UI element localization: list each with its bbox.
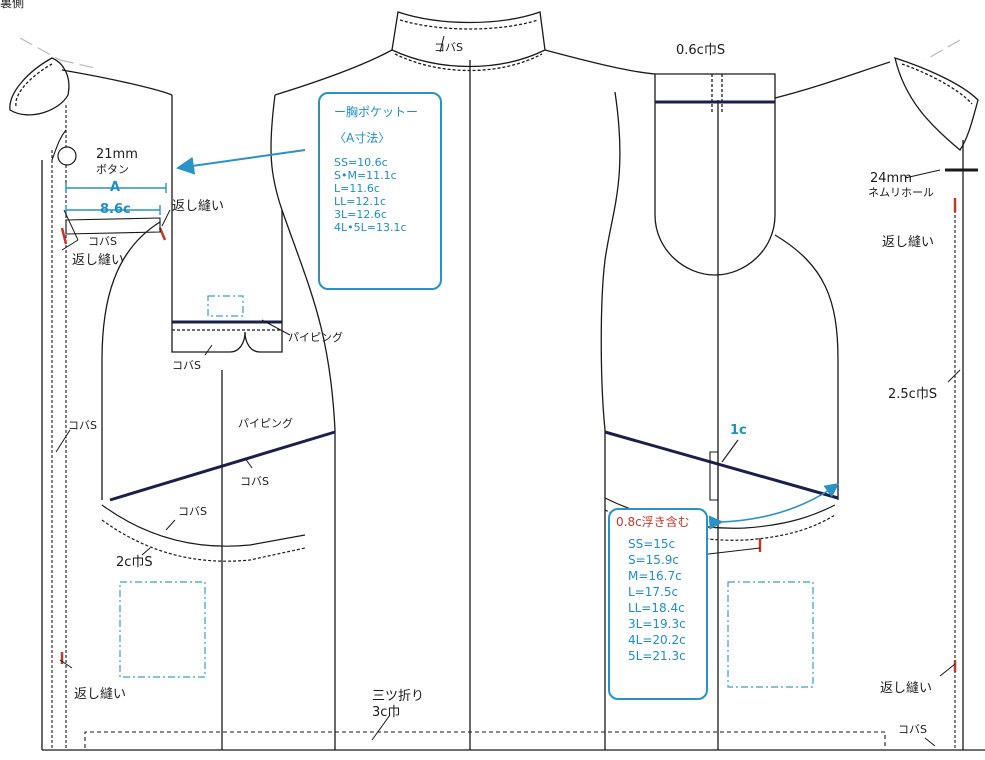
reverse-stitch-label-5: 返し縫い bbox=[880, 681, 933, 696]
size-row: 4L=20.2c bbox=[628, 633, 686, 647]
dimension-a-label: A bbox=[110, 180, 121, 195]
width-2c-label: 2c巾S bbox=[116, 555, 153, 570]
reverse-stitch-marks bbox=[60, 198, 957, 672]
leader-lines bbox=[55, 35, 961, 747]
kobas-label-4: コバS bbox=[178, 505, 207, 518]
size-row: 3L=19.3c bbox=[628, 617, 686, 631]
chest-pocket-info-box: ー胸ポケットー 〈A寸法〉 SS=10.6c S•M=11.1c L=11.6c… bbox=[318, 92, 442, 290]
button-circle bbox=[57, 146, 77, 166]
pocket-opening bbox=[65, 217, 161, 235]
right-pocket-piping bbox=[604, 430, 839, 500]
size-row: 4L•5L=13.1c bbox=[334, 221, 407, 234]
reverse-stitch-label-3: 返し縫い bbox=[74, 687, 127, 702]
pocket-width-arrow bbox=[708, 483, 840, 530]
size-row: 5L=21.3c bbox=[628, 649, 686, 663]
tri-fold-label: 三ツ折り bbox=[372, 689, 425, 704]
right-shoulder-piece bbox=[894, 57, 979, 151]
kobas-label-2: コバS bbox=[172, 359, 201, 372]
reverse-stitch-label-4: 返し縫い bbox=[882, 235, 935, 250]
facing-corner bbox=[51, 129, 67, 161]
width-25c-label: 2.5c巾S bbox=[888, 387, 938, 402]
kobas-label-3: コバS bbox=[240, 475, 269, 488]
left-pocket-mark bbox=[119, 581, 206, 678]
chest-pocket-title: ー胸ポケットー bbox=[334, 105, 419, 119]
size-row: S=15.9c bbox=[628, 553, 679, 567]
kobas-label-1: コバS bbox=[88, 235, 117, 248]
right-pocket-mark bbox=[727, 581, 814, 688]
size-row: LL=12.1c bbox=[334, 195, 387, 208]
left-pocket-bag bbox=[101, 504, 306, 562]
size-row: L=11.6c bbox=[334, 182, 380, 195]
collar-kobas-label: コバS bbox=[434, 41, 463, 54]
size-row: SS=10.6c bbox=[334, 156, 388, 169]
tri-fold-width-label: 3c巾 bbox=[372, 705, 401, 720]
size-row: S•M=11.1c bbox=[334, 169, 397, 182]
button-label: ボタン bbox=[96, 163, 129, 176]
back-strap bbox=[654, 73, 776, 276]
strap-width-label: 0.6c巾S bbox=[676, 43, 726, 58]
lower-pocket-info-box: 0.8c浮き含む SS=15c S=15.9c M=16.7c L=17.5c … bbox=[608, 508, 708, 700]
a-dimension-subtitle: 〈A寸法〉 bbox=[334, 131, 391, 145]
dimension-lines bbox=[65, 183, 167, 215]
lower-pocket-title: 0.8c浮き含む bbox=[616, 515, 690, 529]
piping-label-2: パイピング bbox=[238, 417, 293, 430]
chest-pocket-mark bbox=[207, 295, 244, 317]
left-shoulder-piece bbox=[9, 57, 70, 116]
garment-outline bbox=[41, 49, 985, 751]
pocket-pointer-arrow bbox=[176, 149, 306, 175]
one-c-label: 1c bbox=[730, 423, 747, 438]
dimension-86c-label: 8.6c bbox=[100, 202, 131, 217]
size-row: 3L=12.6c bbox=[334, 208, 387, 221]
size-row: L=17.5c bbox=[628, 585, 679, 599]
view-title: 裏側 bbox=[0, 0, 25, 10]
chest-pocket bbox=[171, 95, 283, 353]
left-pocket-piping bbox=[109, 430, 336, 502]
front-facing-stitches bbox=[51, 105, 67, 748]
collar-piece bbox=[391, 11, 546, 72]
hem-fold bbox=[84, 731, 886, 748]
buttonhole-size-label: 24mm bbox=[870, 171, 912, 186]
kobas-left-label: コバS bbox=[68, 419, 97, 432]
reverse-stitch-label-1: 返し縫い bbox=[172, 199, 225, 214]
sleeve-cut-lines bbox=[19, 37, 961, 69]
reverse-stitch-label-2: 返し縫い bbox=[72, 253, 125, 268]
kobas-label-5: コバS bbox=[898, 723, 927, 736]
piping-label-1: パイピング bbox=[288, 331, 343, 344]
buttonhole-label: ネムリホール bbox=[868, 186, 934, 199]
size-row: M=16.7c bbox=[628, 569, 682, 583]
size-row: SS=15c bbox=[628, 537, 676, 551]
button-size-label: 21mm bbox=[96, 147, 138, 162]
size-row: LL=18.4c bbox=[628, 601, 685, 615]
